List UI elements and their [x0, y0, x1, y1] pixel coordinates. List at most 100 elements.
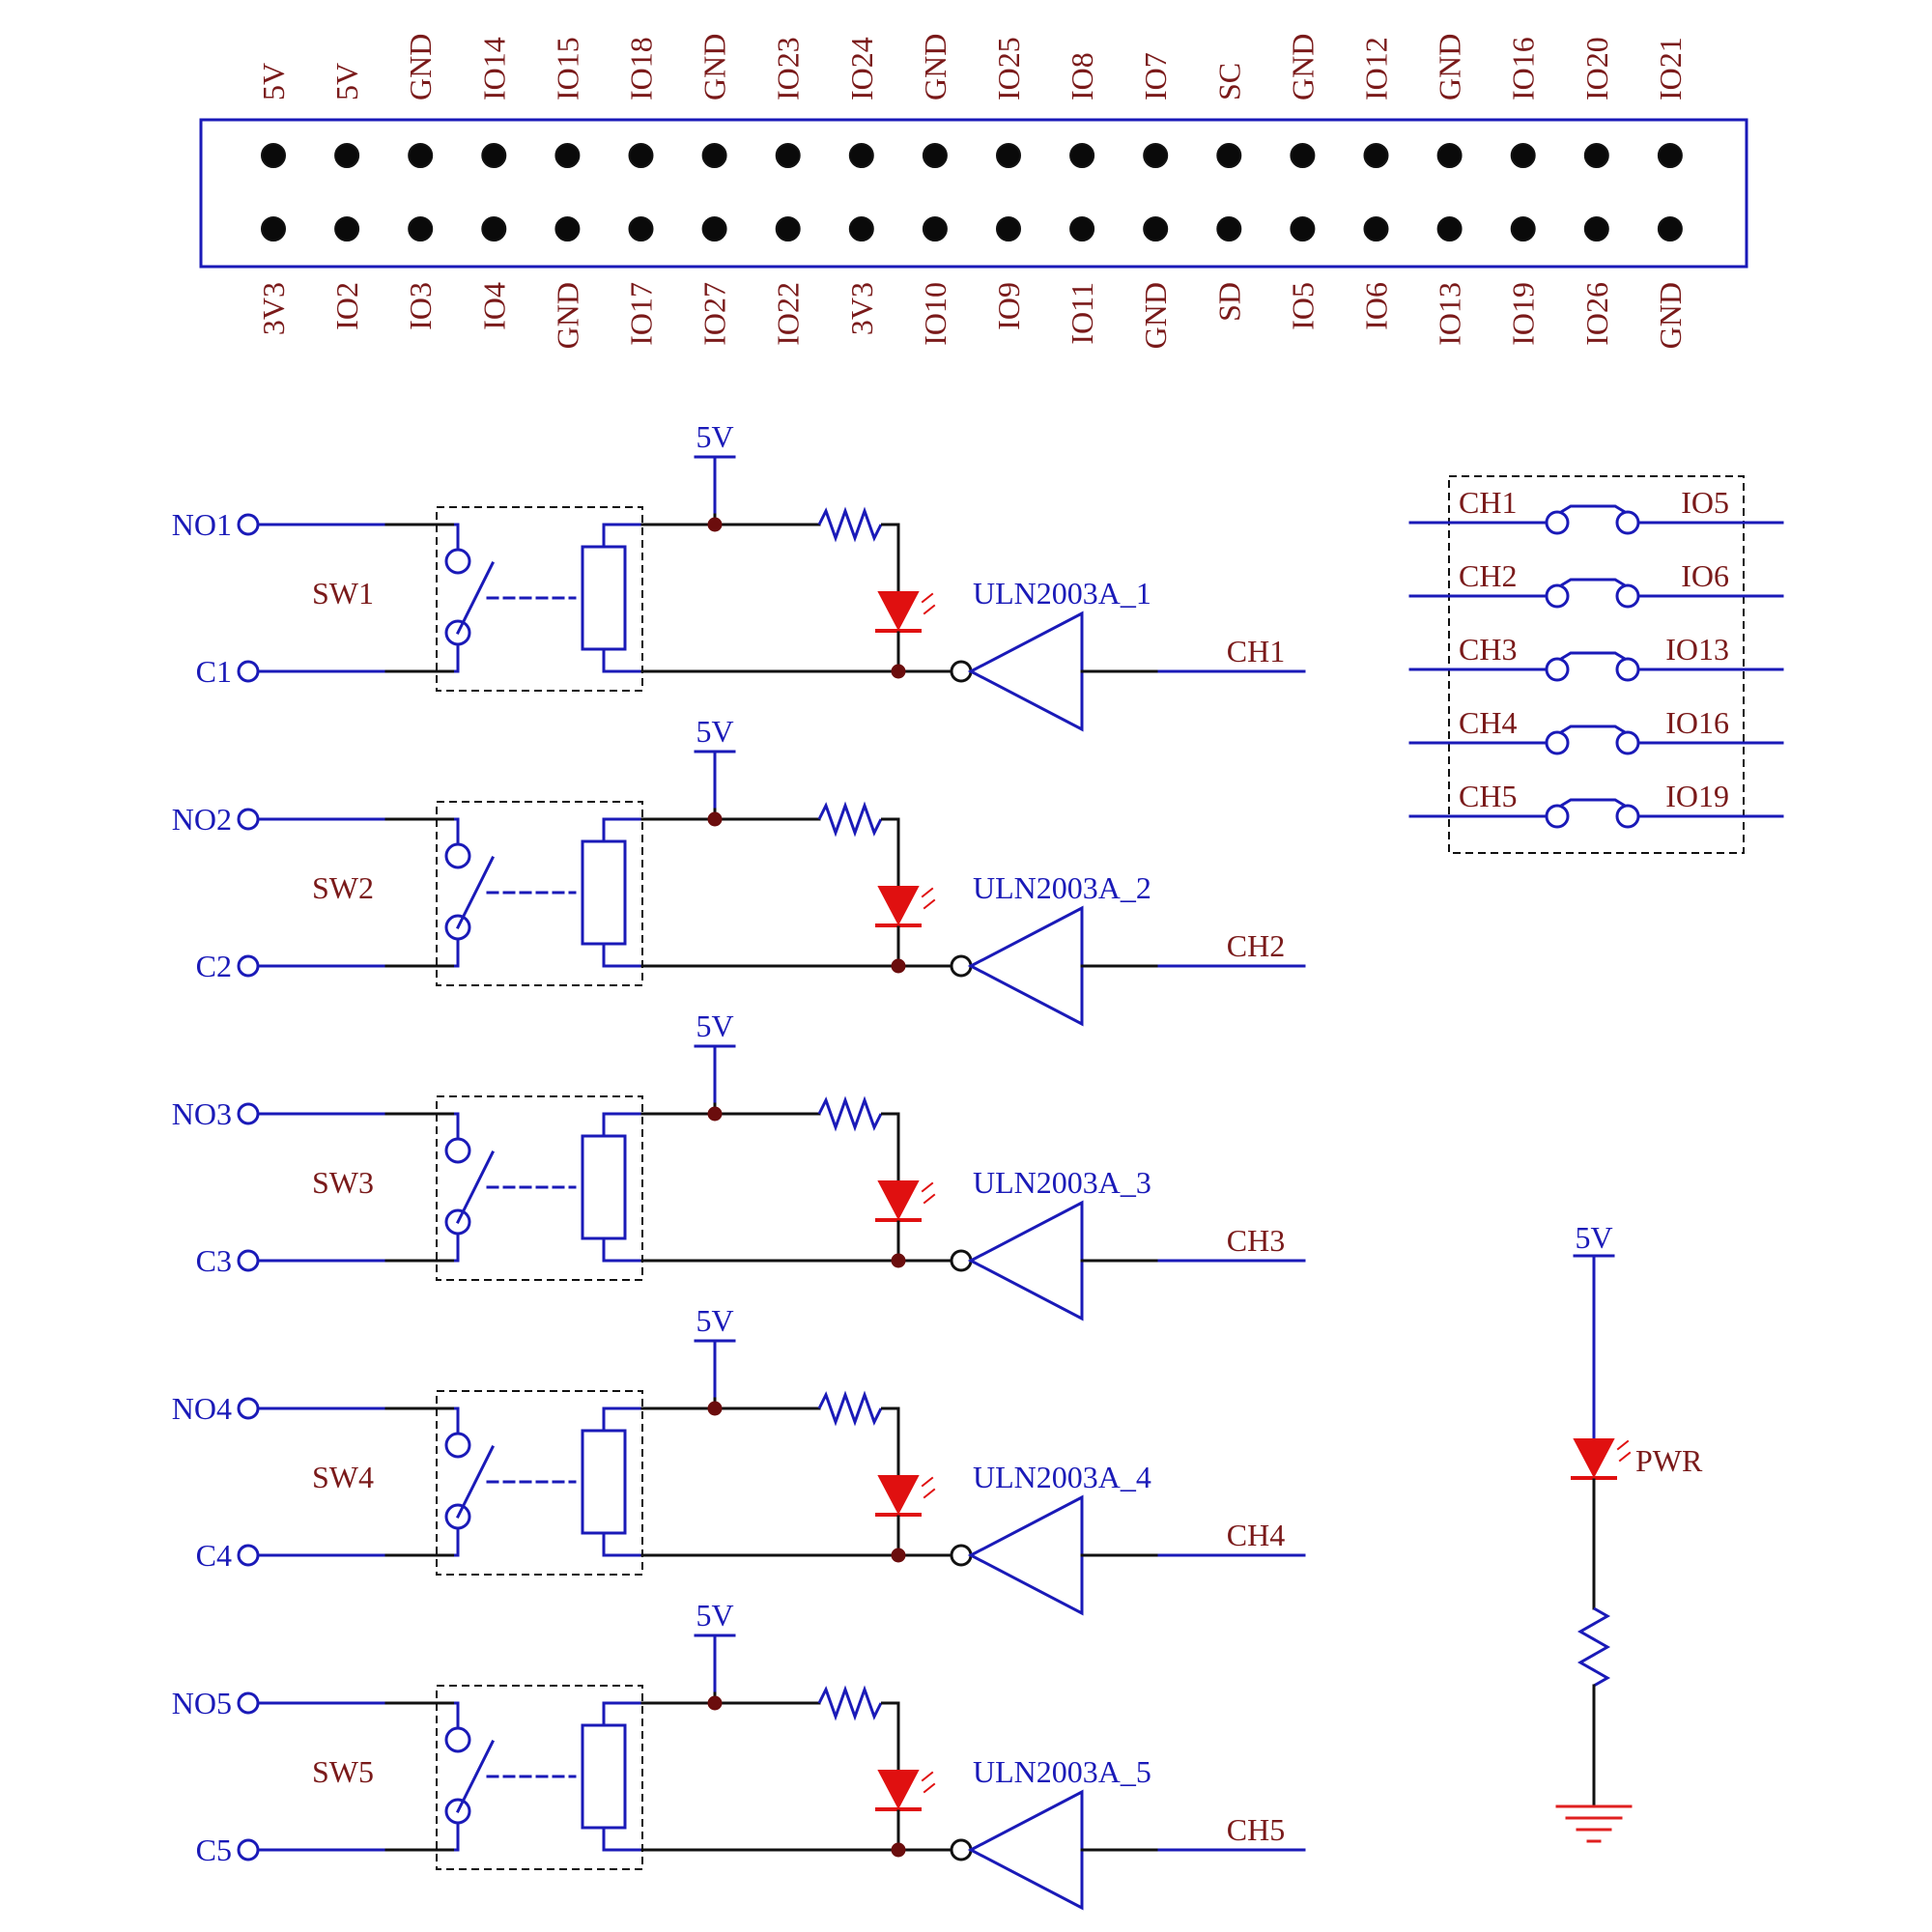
- header-pin: [1216, 143, 1242, 168]
- header-pin-label-bottom: IO11: [1065, 282, 1099, 345]
- led-ray: [921, 592, 934, 604]
- header-pin: [334, 216, 360, 242]
- junction-dot: [891, 958, 906, 974]
- coil-lead-top: [602, 817, 642, 841]
- vcc-label: 5V: [1575, 1220, 1612, 1255]
- jumper-pin-left: [1545, 730, 1570, 755]
- header-pin-label-bottom: GND: [550, 282, 584, 349]
- resistor: [817, 506, 883, 543]
- switch-lead-top: [454, 1701, 460, 1728]
- channel-net-label: CH3: [1227, 1223, 1285, 1258]
- header-pin-label-bottom: IO3: [403, 282, 438, 330]
- c-terminal: [237, 660, 260, 683]
- channel-net-label: CH5: [1227, 1812, 1285, 1847]
- jumper-pin-right: [1615, 730, 1640, 755]
- junction-dot: [891, 1253, 906, 1268]
- power-led-label: PWR: [1635, 1443, 1703, 1478]
- header-pin: [1363, 143, 1389, 168]
- driver-inverter: [967, 1494, 1084, 1616]
- header-pin: [628, 216, 654, 242]
- coil-lead-bottom: [602, 944, 642, 968]
- header-pin: [334, 143, 360, 168]
- header-pin-label-top: IO12: [1359, 37, 1394, 100]
- jumper-label-left: CH3: [1459, 632, 1517, 667]
- power-resistor: [1577, 1606, 1611, 1688]
- resistor: [817, 801, 883, 838]
- jumper-pin-right: [1615, 657, 1640, 682]
- header-pin: [701, 143, 727, 168]
- header-pin-label-top: GND: [697, 34, 732, 100]
- jumper-label-right: IO13: [1665, 632, 1729, 667]
- header-pin: [848, 143, 874, 168]
- header-pin: [1510, 216, 1536, 242]
- jumper-label-left: CH4: [1459, 705, 1517, 740]
- junction-dot: [891, 1548, 906, 1563]
- jumper-pin-right: [1615, 510, 1640, 535]
- no-terminal: [237, 513, 260, 536]
- led-indicator: [877, 591, 920, 632]
- jumper-pin-left: [1545, 804, 1570, 829]
- header-pin-label-top: IO20: [1579, 37, 1614, 100]
- resistor: [817, 1390, 883, 1427]
- header-pin-label-bottom: IO4: [476, 282, 511, 330]
- switch-blade: [455, 1150, 496, 1225]
- header-pin: [1657, 143, 1683, 168]
- header-pin: [261, 216, 286, 242]
- c-terminal-label: C2: [196, 949, 232, 983]
- vcc-label: 5V: [696, 1598, 733, 1633]
- header-pin: [775, 143, 801, 168]
- header-pin-label-bottom: SD: [1211, 282, 1246, 322]
- driver-label: ULN2003A_1: [973, 576, 1151, 611]
- jumper-pin-right: [1615, 583, 1640, 609]
- header-pin-label-bottom: GND: [1138, 282, 1173, 349]
- led-ray: [1616, 1439, 1630, 1451]
- header-pin: [481, 143, 507, 168]
- header-pin-label-top: SC: [1211, 63, 1246, 100]
- coil-lead-top: [602, 1112, 642, 1136]
- switch-lead-bottom: [454, 1528, 460, 1557]
- header-pin-label-top: GND: [1285, 34, 1320, 100]
- vcc-label: 5V: [696, 419, 733, 454]
- header-pin-label-bottom: IO10: [918, 282, 952, 346]
- header-pin-label-top: IO7: [1138, 52, 1173, 100]
- header-pin: [922, 216, 948, 242]
- resistor-lead: [881, 523, 900, 592]
- header-pin: [628, 143, 654, 168]
- jumper-bridge: [1560, 504, 1626, 514]
- relay-label: SW4: [312, 1460, 374, 1494]
- relay-box: [436, 506, 643, 692]
- driver-label: ULN2003A_4: [973, 1460, 1151, 1494]
- header-pin-label-top: IO8: [1065, 52, 1099, 100]
- led-ray: [923, 1193, 936, 1205]
- header-pin-label-bottom: IO5: [1285, 282, 1320, 330]
- header-pin-label-top: IO25: [991, 37, 1026, 100]
- junction-dot: [707, 1695, 723, 1711]
- header-pin-label-bottom: IO6: [1359, 282, 1394, 330]
- header-pin-label-bottom: IO13: [1433, 282, 1467, 346]
- header-pin: [996, 216, 1021, 242]
- led-ray: [921, 1771, 934, 1782]
- c-terminal-label: C4: [196, 1538, 232, 1573]
- header-pin: [922, 143, 948, 168]
- header-pin: [848, 216, 874, 242]
- header-pin: [1583, 216, 1609, 242]
- header-outline: [199, 118, 1748, 269]
- led-indicator: [877, 1180, 920, 1221]
- switch-lead-top: [454, 817, 460, 844]
- relay-coil: [581, 839, 627, 946]
- relay-label: SW1: [312, 576, 374, 611]
- header-pin-label-bottom: IO26: [1579, 282, 1614, 346]
- header-pin: [408, 143, 434, 168]
- relay-box: [436, 1685, 643, 1870]
- jumper-pin-left: [1545, 510, 1570, 535]
- led-indicator: [877, 1475, 920, 1516]
